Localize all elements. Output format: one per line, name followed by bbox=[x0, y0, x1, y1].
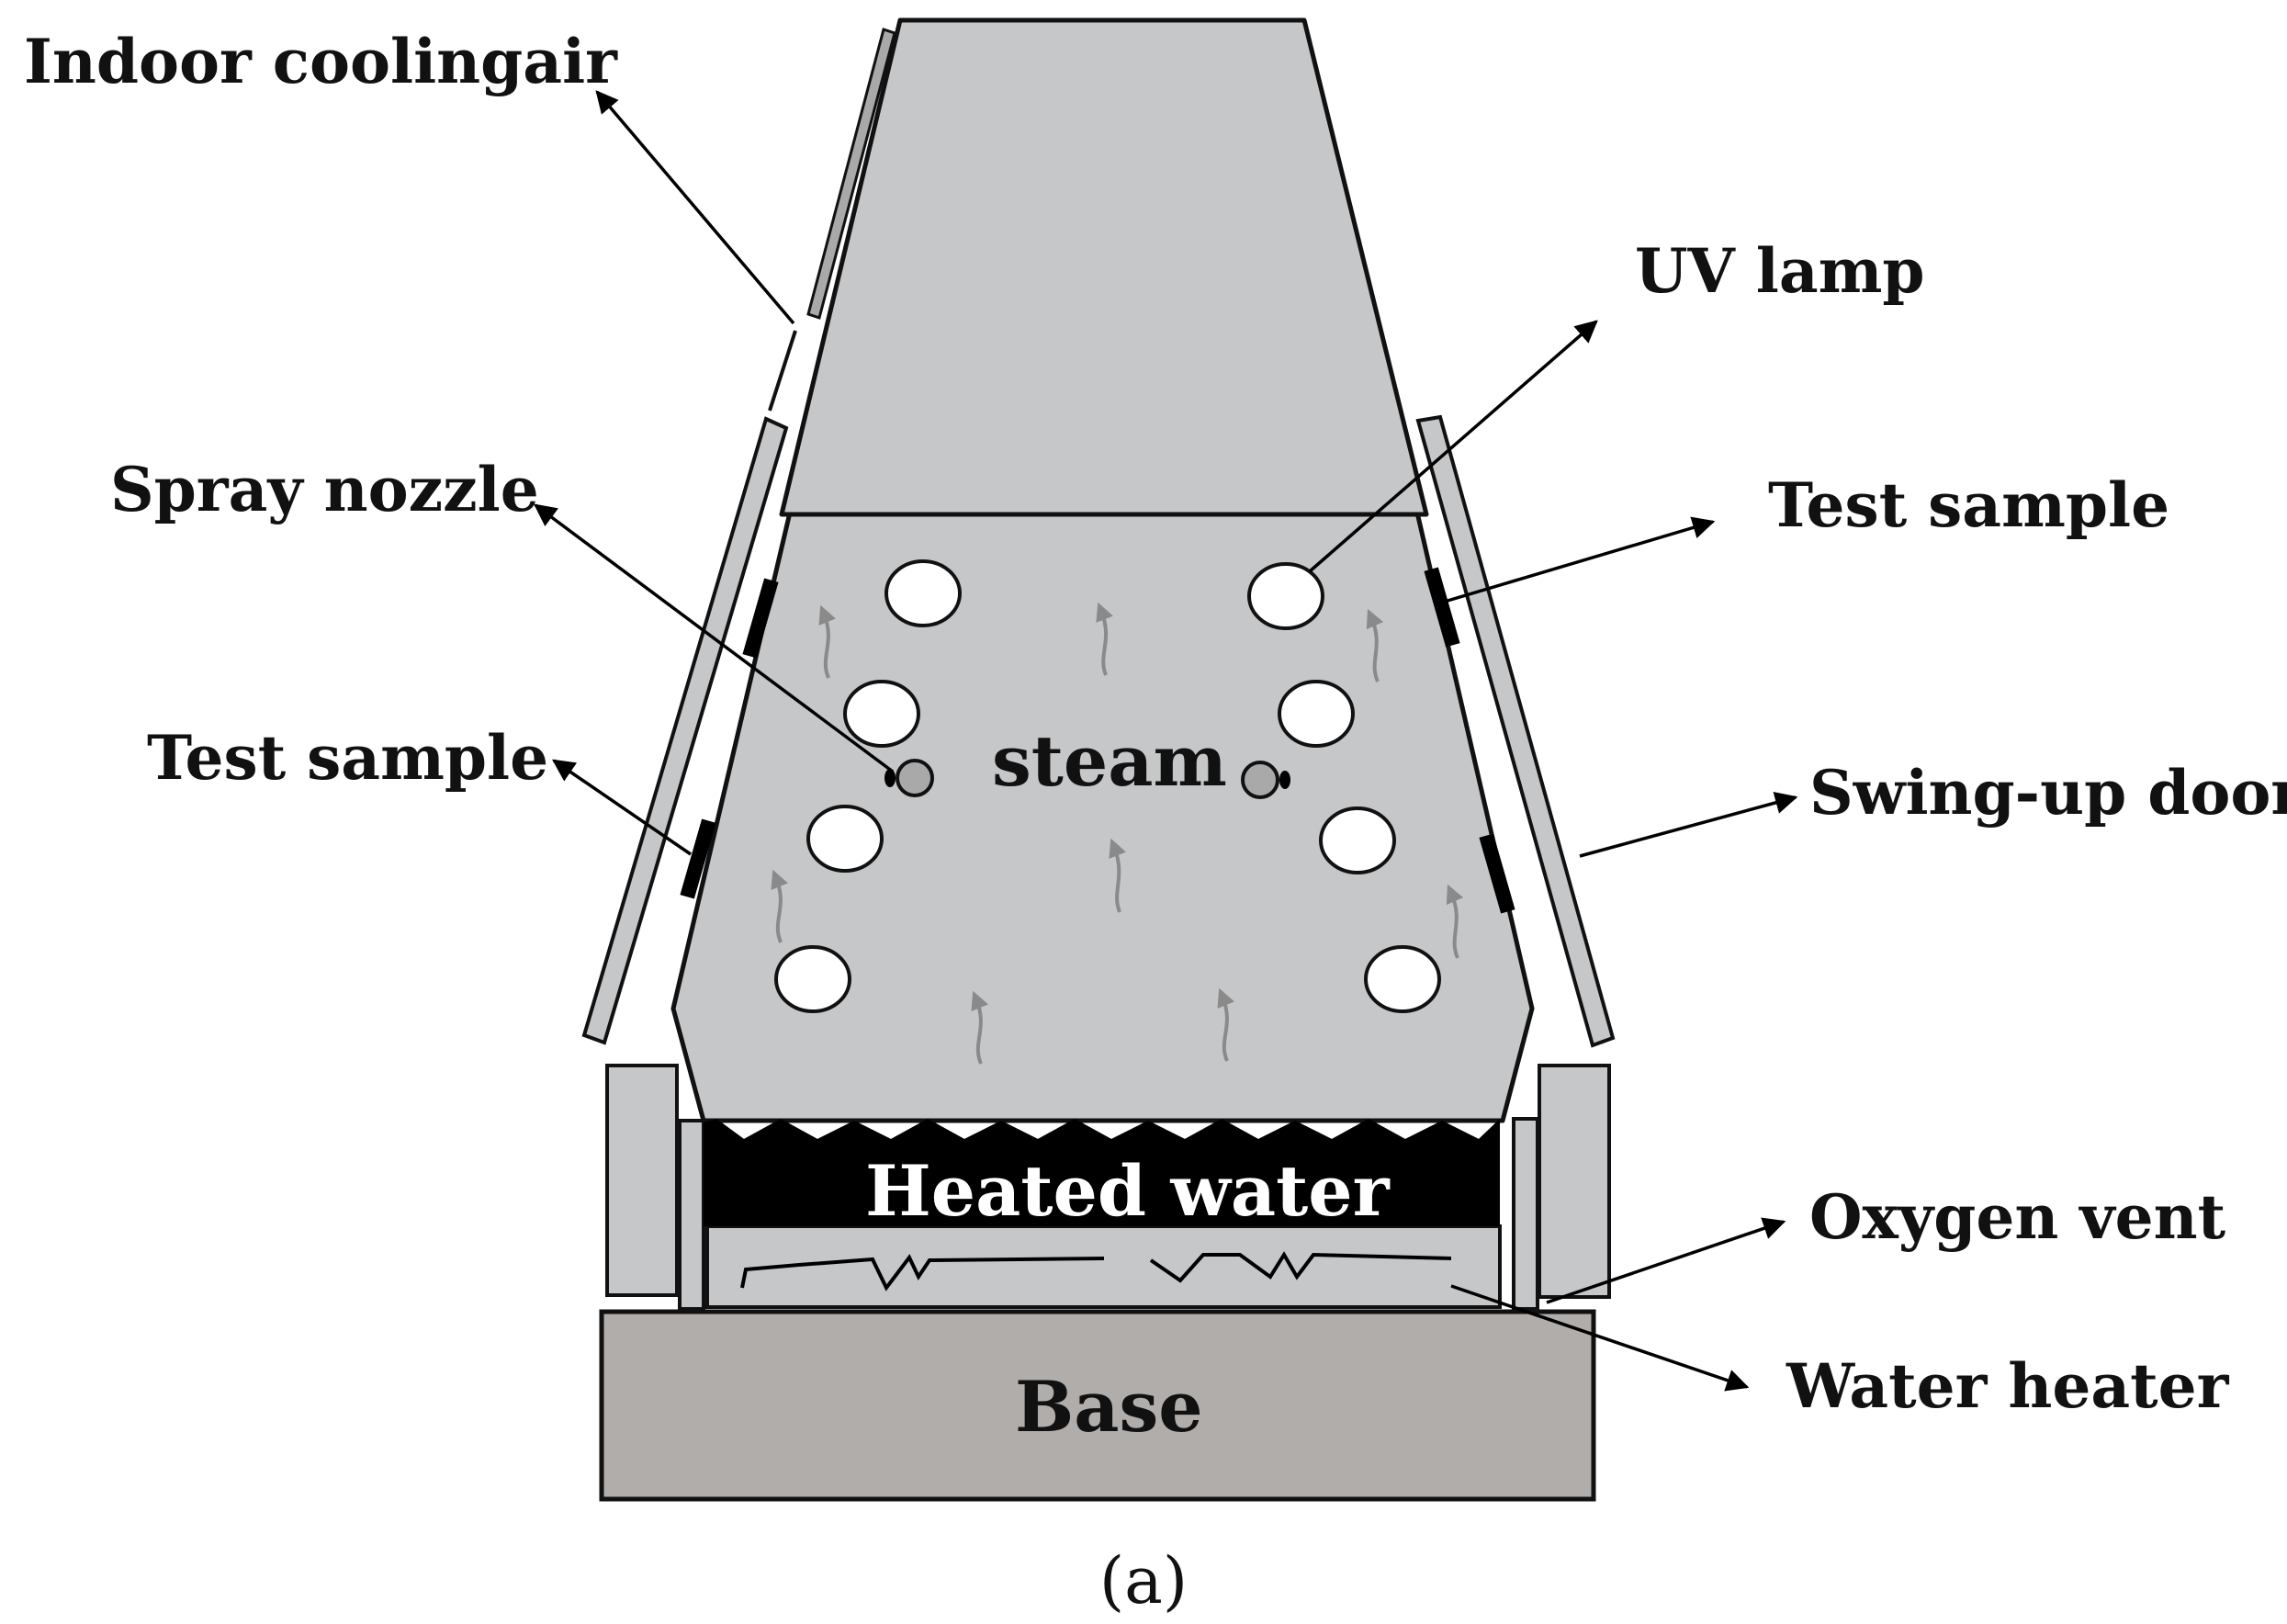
left-outer-pillar bbox=[605, 1064, 679, 1297]
uv-lamps bbox=[774, 559, 1441, 1013]
label-base: Base bbox=[1015, 1366, 1203, 1448]
label-indoor-cooling-air: Indoor coolingair bbox=[24, 26, 618, 97]
label-test-sample-left: Test sample bbox=[147, 722, 548, 794]
heater-coil-left bbox=[740, 1254, 1105, 1291]
left-swing-door bbox=[581, 416, 789, 1045]
steam-arrow bbox=[1366, 608, 1384, 682]
lower-chamber bbox=[670, 510, 1535, 1123]
pointer-test-sample-left bbox=[551, 759, 692, 856]
uv-lamp-left-3 bbox=[806, 805, 884, 873]
steam-arrow bbox=[1096, 602, 1113, 676]
uv-lamp-right-4 bbox=[1364, 945, 1441, 1013]
heater-coil-right bbox=[1149, 1251, 1452, 1283]
label-spray-nozzle: Spray nozzle bbox=[110, 454, 539, 525]
uv-lamp-left-4 bbox=[774, 945, 851, 1013]
pointer-indoor-cooling-air bbox=[595, 90, 795, 325]
steam-arrows bbox=[771, 602, 1464, 1065]
uv-lamp-right-3 bbox=[1319, 806, 1396, 874]
steam-arrow bbox=[1217, 987, 1235, 1062]
pointer-spray-nozzle bbox=[534, 503, 895, 773]
spray-nozzle-right bbox=[1241, 761, 1290, 799]
test-sample-right-upper bbox=[1424, 567, 1460, 648]
steam-arrow bbox=[1446, 884, 1464, 959]
steam-arrow bbox=[771, 869, 789, 943]
steam-arrow bbox=[818, 604, 837, 679]
label-test-sample-right: Test sample bbox=[1768, 469, 2169, 541]
uv-lamp-left-1 bbox=[884, 559, 962, 627]
right-inner-pillar bbox=[1512, 1117, 1539, 1311]
label-swing-up-door: Swing-up door bbox=[1809, 757, 2287, 829]
uv-lamp-right-2 bbox=[1278, 680, 1355, 748]
pointer-test-sample-right bbox=[1447, 516, 1716, 603]
left-inner-pillar bbox=[678, 1119, 705, 1311]
base-block bbox=[599, 1309, 1596, 1502]
cooling-air-gap-line bbox=[768, 330, 797, 412]
caption: (a) bbox=[1099, 1543, 1188, 1618]
pointer-uv-lamp bbox=[1308, 320, 1598, 573]
spray-nozzle-left bbox=[884, 759, 934, 797]
heater-compartment bbox=[705, 1224, 1502, 1309]
label-steam: steam bbox=[992, 720, 1227, 802]
pointer-oxygen-vent bbox=[1546, 1217, 1786, 1304]
label-water-heater: Water heater bbox=[1786, 1350, 2230, 1422]
steam-arrow bbox=[1109, 838, 1126, 913]
cooling-air-panel bbox=[806, 28, 896, 320]
pointer-water-heater bbox=[1450, 1284, 1750, 1392]
test-sample-left-lower bbox=[680, 818, 716, 899]
test-sample-right-lower bbox=[1479, 833, 1515, 914]
uv-lamp-left-2 bbox=[843, 680, 920, 748]
label-oxygen-vent: Oxygen vent bbox=[1809, 1181, 2226, 1253]
label-heated-water: Heated water bbox=[865, 1150, 1391, 1232]
label-uv-lamp: UV lamp bbox=[1635, 235, 1925, 307]
uv-lamp-right-1 bbox=[1247, 562, 1324, 630]
right-swing-door bbox=[1415, 414, 1616, 1048]
right-outer-pillar bbox=[1538, 1064, 1611, 1299]
upper-hood bbox=[779, 17, 1429, 517]
steam-arrow bbox=[971, 990, 989, 1065]
water-surface bbox=[704, 1119, 1500, 1157]
test-sample-left-upper bbox=[742, 578, 779, 659]
pointer-swing-up-door bbox=[1579, 791, 1798, 858]
